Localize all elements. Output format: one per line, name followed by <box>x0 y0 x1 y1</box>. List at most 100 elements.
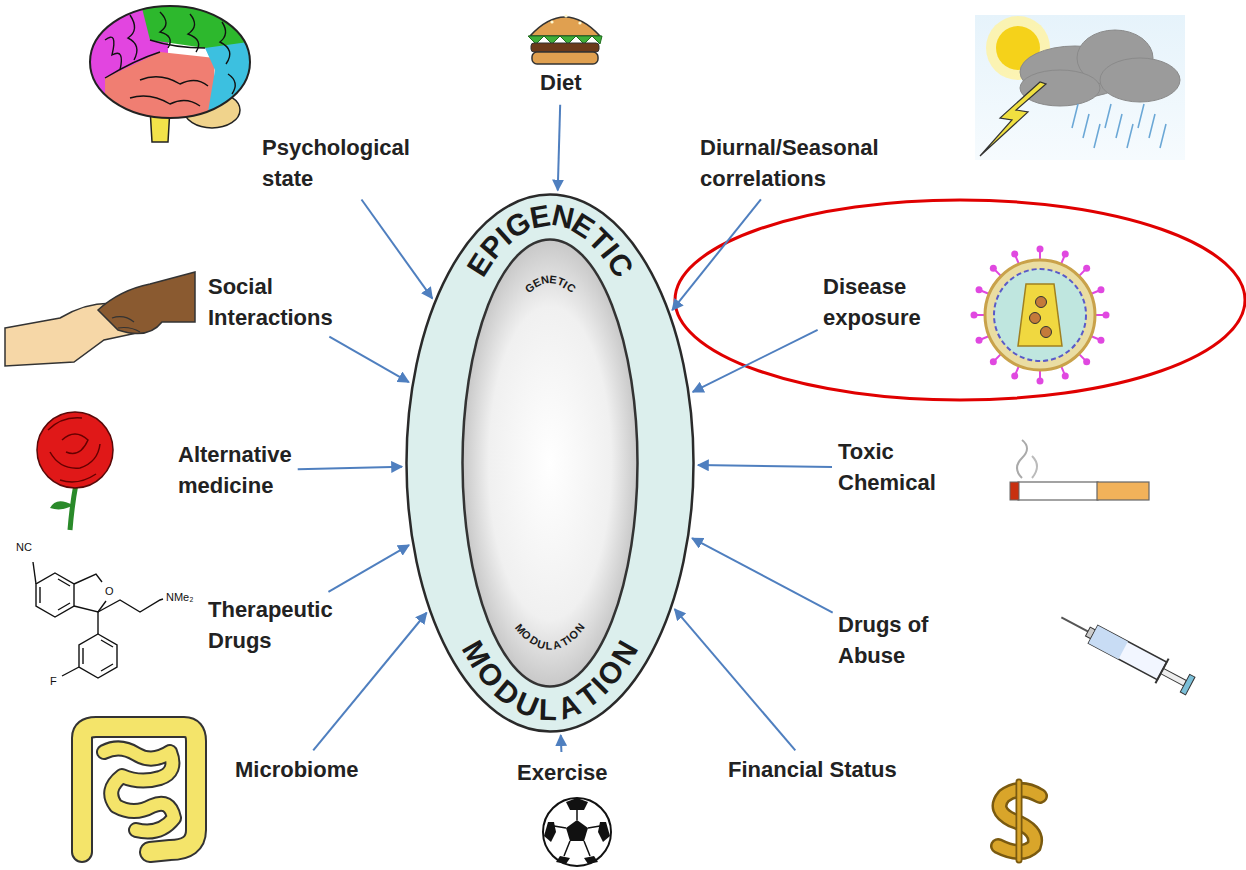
intestine-icon <box>82 727 196 852</box>
rose-icon-part <box>70 484 76 530</box>
ellipse-outline <box>461 238 639 688</box>
rose-icon <box>37 412 113 530</box>
chemical-structure-part <box>33 562 36 584</box>
rose-icon-part-part <box>50 444 100 468</box>
factor-text: Psychological state <box>262 133 410 195</box>
virus-icon-part <box>994 269 1086 361</box>
virus-icon-part-part <box>976 337 983 344</box>
virus-icon-part-part <box>1103 312 1110 319</box>
chemical-structure <box>33 562 163 678</box>
influence-arrow <box>558 105 560 191</box>
factor-text: Disease exposure <box>823 272 921 334</box>
soccer-ball-icon-part <box>598 822 610 842</box>
brain-icon-part-part-part <box>140 77 208 86</box>
weather-icon-part-part <box>1094 124 1100 148</box>
factor-label: Alternative medicine <box>178 440 292 502</box>
chemical-structure-part <box>74 574 102 584</box>
arc-title: GENETIC <box>461 238 639 688</box>
brain-icon-part-part-part <box>128 15 137 60</box>
influence-arrow <box>692 538 833 612</box>
chemical-structure-part <box>36 573 74 617</box>
syringe-icon <box>1055 605 1197 698</box>
chemical-structure-part <box>40 579 70 610</box>
chemical-structure-part <box>97 612 98 634</box>
brain-icon-part-part-part <box>188 14 199 52</box>
cigarette-icon-part <box>1017 440 1027 478</box>
weather-icon-part-part <box>1105 104 1111 128</box>
intestine-icon-part <box>82 727 196 852</box>
factor-text: Alternative medicine <box>178 440 292 502</box>
intestine-icon-part <box>104 748 174 831</box>
influence-arrow <box>361 199 432 298</box>
influence-arrow <box>298 467 402 470</box>
soccer-ball-icon-part <box>556 856 570 864</box>
brain-icon-part-part-part <box>105 52 160 78</box>
atom-label: O <box>105 585 114 598</box>
brain-icon-part-part <box>105 12 235 106</box>
soccer-ball-icon-part <box>584 856 598 864</box>
factor-label: Diet <box>540 68 582 99</box>
brain-icon-part-part-part <box>150 40 205 48</box>
brain-icon-part-part-part <box>130 96 200 106</box>
rose-icon-part-part <box>62 434 88 454</box>
factor-text: Diet <box>540 68 582 99</box>
syringe-icon-part <box>1061 617 1089 632</box>
influence-arrow <box>675 609 796 750</box>
syringe-icon-part <box>1180 674 1195 694</box>
virus-icon-part-part <box>1037 246 1044 253</box>
influence-arrow <box>329 337 408 383</box>
weather-icon-part <box>1020 30 1180 106</box>
chemical-structure-part <box>62 667 79 676</box>
weather-icon-part <box>975 15 1185 160</box>
factor-text: Drugs of Abuse <box>838 610 934 672</box>
modulation-ellipse: EPIGENETICMODULATIONGENETICMODULATION <box>405 193 695 733</box>
influence-arrow <box>560 735 563 752</box>
weather-icon-part <box>980 82 1046 156</box>
factor-label: Drugs of Abuse <box>838 610 934 672</box>
cigarette-icon-part <box>1018 482 1098 500</box>
arc-letter: N <box>540 274 550 286</box>
soccer-ball-icon-part <box>566 798 588 810</box>
weather-icon-part-part <box>1100 58 1180 102</box>
atom-label: NMe₂ <box>166 591 194 604</box>
handshake-icon <box>5 272 195 366</box>
dollar-icon <box>998 782 1040 860</box>
influence-arrow <box>313 613 426 751</box>
factor-label: Social Interactions <box>208 272 333 334</box>
virus-icon-part <box>1030 313 1041 324</box>
virus-icon-part-part <box>1011 372 1018 379</box>
virus-icon-part-part <box>1097 337 1104 344</box>
rose-icon-part-part <box>48 418 82 430</box>
factor-label: Toxic Chemical <box>838 437 936 499</box>
weather-icon-part-part <box>1083 114 1089 138</box>
factor-text: Toxic Chemical <box>838 437 936 499</box>
virus-icon-part-part <box>1083 265 1090 272</box>
syringe-icon-part <box>1088 626 1166 680</box>
soccer-ball-icon-part <box>543 798 611 866</box>
virus-icon-part <box>1036 297 1047 308</box>
handshake-icon-part <box>112 317 140 332</box>
intestine-icon-part <box>82 727 196 852</box>
weather-icon-part-part <box>1138 104 1144 128</box>
factor-text: Diurnal/Seasonal correlations <box>700 133 879 195</box>
dollar-icon-part <box>1017 782 1021 860</box>
ellipse-shape <box>407 195 694 732</box>
factor-label: Exercise <box>517 758 608 789</box>
brain-icon-part <box>88 0 262 125</box>
rose-icon-part-part <box>60 474 96 482</box>
arc-letter: U <box>536 638 547 651</box>
virus-icon-part-part <box>990 358 997 365</box>
syringe-icon-part <box>1155 659 1168 684</box>
hamburger-icon-part <box>531 43 599 52</box>
arc-title: MODULATION <box>461 238 639 688</box>
syringe-icon-part <box>1088 626 1127 660</box>
highlight-ellipse <box>675 200 1245 400</box>
weather-icon-part-part <box>1072 104 1078 128</box>
ellipse-shape <box>463 240 638 687</box>
weather-icon-part-part <box>1116 114 1122 138</box>
factor-text: Financial Status <box>728 755 897 786</box>
rose-icon-part <box>37 412 113 488</box>
weather-icon-part-part <box>1020 70 1100 106</box>
